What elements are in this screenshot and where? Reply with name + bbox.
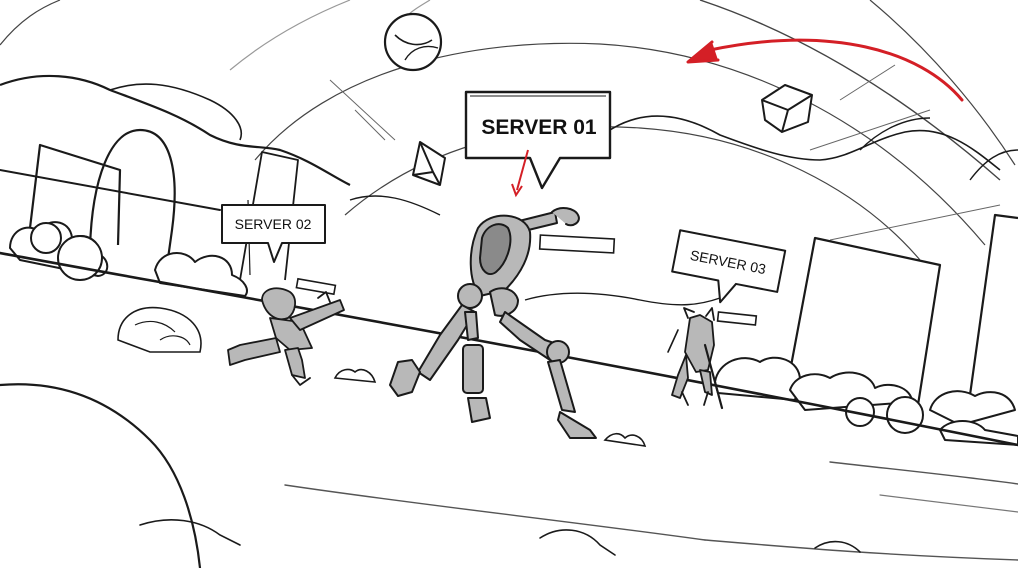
floating-ball [383, 12, 443, 72]
server-02-callout: SERVER 02 [221, 204, 326, 263]
swordsman-figure [667, 307, 724, 410]
floating-cube [761, 84, 813, 133]
background-hills [0, 74, 1018, 306]
server-01-callout: SERVER 01 [464, 90, 612, 198]
robot-figure [389, 207, 597, 439]
ground-rocks [117, 306, 647, 447]
motion-arrow [686, 38, 964, 102]
server-02-label: SERVER 02 [235, 216, 312, 232]
ground-lines [0, 169, 1018, 568]
name-plates [295, 234, 758, 326]
speed-lines [329, 64, 1001, 241]
gunner-figure [227, 287, 345, 386]
floating-shard [412, 141, 446, 186]
server-03-callout: SERVER 03 [671, 229, 787, 304]
server-01-label: SERVER 01 [481, 116, 596, 139]
